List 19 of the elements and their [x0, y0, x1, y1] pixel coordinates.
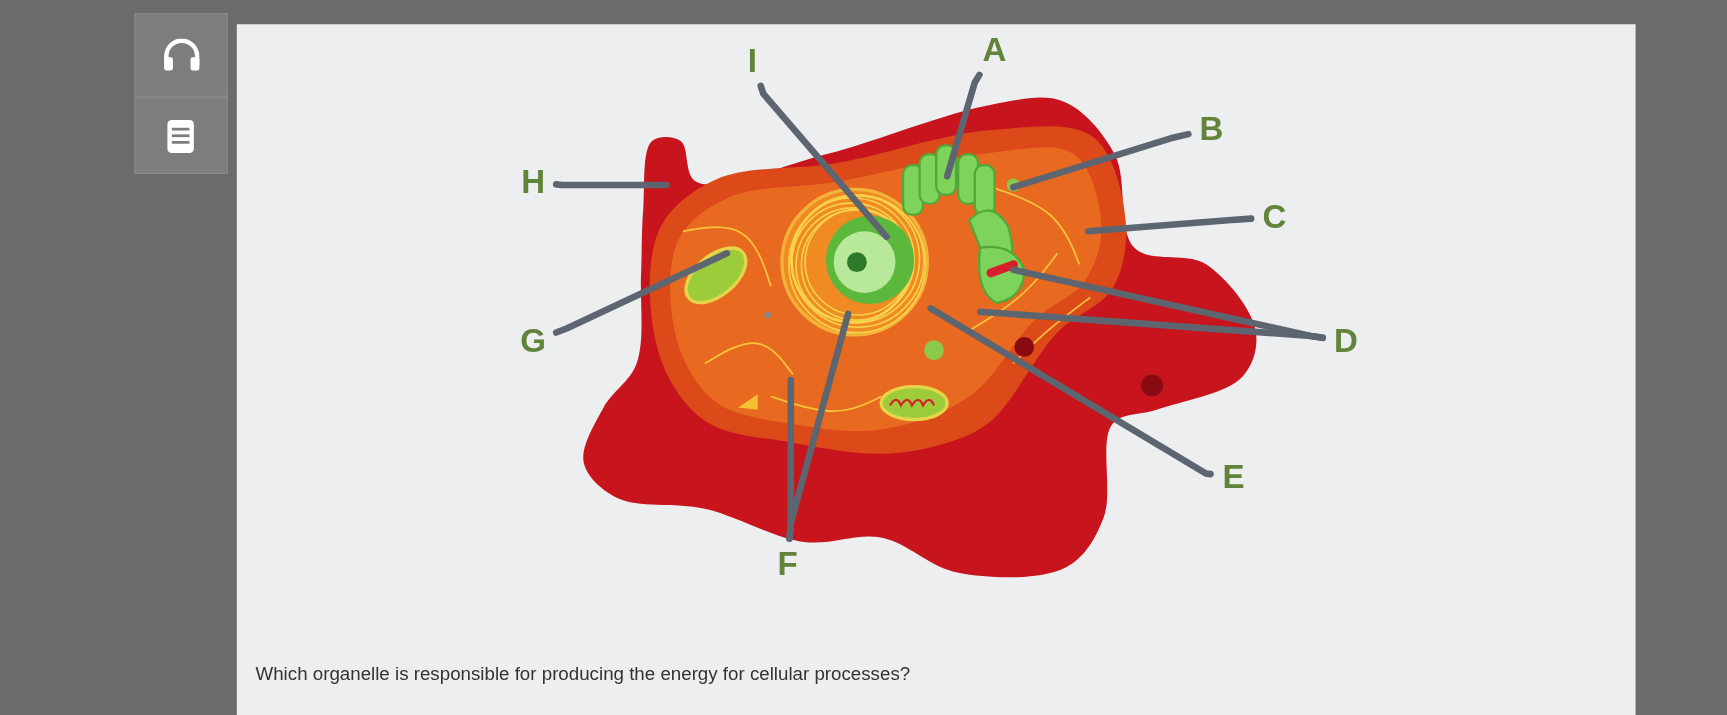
callout-letter: C	[1257, 198, 1291, 236]
leader-line	[943, 71, 983, 180]
leader-line	[757, 82, 890, 241]
callout-letter: H	[516, 163, 550, 201]
leader-line	[552, 250, 731, 336]
callout-letter: G	[516, 322, 550, 361]
leader-line	[1010, 130, 1192, 191]
callout-letter: D	[1329, 322, 1363, 361]
leader-line	[786, 310, 852, 542]
leader-line	[1084, 215, 1255, 235]
callout-letter: B	[1195, 110, 1229, 148]
leader-line	[976, 308, 1327, 342]
leader-line	[927, 305, 1214, 478]
callout-letter: F	[771, 545, 804, 583]
question-text: Which organelle is responsible for producing the energy for cellular processes?	[255, 663, 911, 686]
callout-letter: I	[735, 41, 769, 80]
callout-letter: E	[1217, 458, 1251, 496]
leader-line	[552, 181, 670, 189]
callout-letter: A	[978, 30, 1012, 69]
